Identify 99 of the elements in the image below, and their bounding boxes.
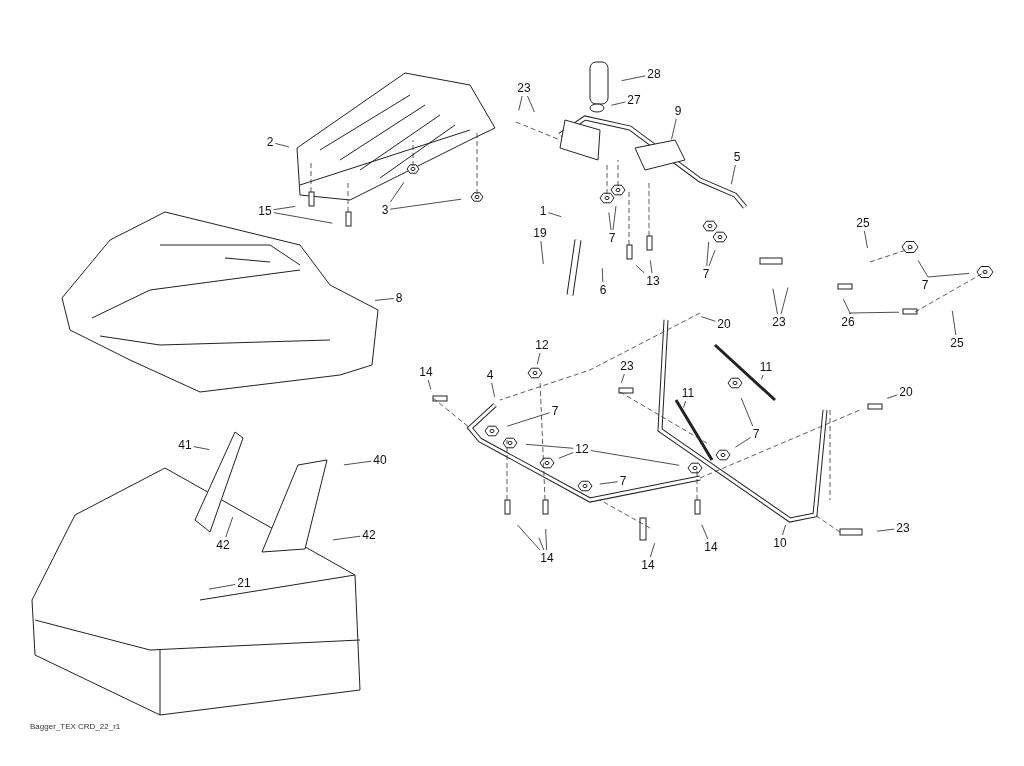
leader-line	[525, 443, 574, 449]
leader-line	[332, 535, 361, 541]
leader-line	[273, 206, 296, 211]
callout-number: 26	[840, 315, 856, 329]
callout-number: 28	[646, 67, 662, 81]
leader-line	[701, 524, 709, 540]
leader-line	[927, 273, 970, 278]
leader-line	[590, 450, 680, 466]
leader-line	[849, 311, 900, 315]
leader-line	[951, 310, 957, 336]
leader-line	[374, 298, 395, 301]
callout-number: 9	[673, 104, 683, 118]
leader-line	[740, 397, 754, 427]
leader-line	[389, 181, 405, 203]
callout-number: 7	[751, 427, 761, 441]
leader-line	[706, 241, 710, 267]
leader-line	[735, 437, 752, 448]
leader-line	[876, 528, 895, 532]
callout-number: 42	[215, 538, 231, 552]
leader-line	[601, 267, 604, 283]
callout-number: 5	[732, 150, 742, 164]
leader-line	[843, 298, 851, 315]
leader-line	[517, 524, 541, 551]
callout-number: 42	[361, 528, 377, 542]
leader-line	[917, 260, 929, 278]
leader-line	[491, 382, 495, 398]
leader-line	[558, 452, 574, 459]
leader-line	[772, 288, 778, 315]
leader-line	[193, 446, 210, 450]
callout-number: 7	[618, 474, 628, 488]
callout-number: 10	[772, 536, 788, 550]
leader-line	[701, 316, 716, 322]
drawing-code: Bagger_TEX CRD_22_r1	[30, 722, 121, 731]
leader-line	[540, 240, 544, 265]
leader-line	[649, 260, 653, 274]
callout-number: 13	[645, 274, 661, 288]
leader-line	[635, 264, 645, 274]
leader-line	[708, 249, 716, 267]
callout-number: 14	[640, 558, 656, 572]
callout-number: 25	[855, 216, 871, 230]
callout-number: 7	[607, 231, 617, 245]
leader-line	[886, 394, 898, 399]
leader-line	[208, 584, 236, 590]
callout-number: 20	[716, 317, 732, 331]
leader-line	[782, 524, 786, 536]
leader-line	[225, 516, 234, 538]
callout-number: 11	[680, 386, 696, 400]
callout-number: 14	[418, 365, 434, 379]
callout-number: 12	[574, 442, 590, 456]
leader-line	[611, 101, 626, 106]
leader-line	[527, 95, 535, 113]
callout-number: 7	[550, 404, 560, 418]
leader-line	[547, 212, 562, 218]
leader-line	[621, 373, 625, 384]
callout-number: 4	[485, 368, 495, 382]
leader-line	[683, 400, 686, 408]
leader-line	[273, 212, 333, 224]
leader-line	[536, 352, 541, 365]
callout-number: 14	[703, 540, 719, 554]
leader-line	[612, 205, 617, 231]
callout-number: 25	[949, 336, 965, 350]
callout-number: 21	[236, 576, 252, 590]
callout-number: 14	[539, 551, 555, 565]
callout-number: 2	[265, 135, 275, 149]
callout-number: 12	[534, 338, 550, 352]
leader-line	[545, 528, 547, 551]
leader-line	[780, 287, 789, 315]
callout-number: 8	[394, 291, 404, 305]
callout-number: 23	[771, 315, 787, 329]
callout-number: 20	[898, 385, 914, 399]
callout-number: 1	[538, 204, 548, 218]
leader-line	[621, 75, 646, 82]
leader-line	[518, 95, 523, 111]
leader-line	[761, 374, 764, 380]
leader-line	[538, 537, 545, 551]
callout-number: 27	[626, 93, 642, 107]
leader-line	[427, 379, 432, 390]
leader-line	[389, 198, 462, 210]
leader-line	[671, 118, 677, 140]
leader-line	[730, 164, 736, 185]
leader-line	[343, 460, 372, 466]
leader-line	[506, 412, 551, 427]
leader-line	[274, 143, 290, 148]
callout-number: 7	[920, 278, 930, 292]
callout-number: 23	[619, 359, 635, 373]
callout-number: 23	[516, 81, 532, 95]
callout-number: 40	[372, 453, 388, 467]
callout-number: 15	[257, 204, 273, 218]
callout-number: 23	[895, 521, 911, 535]
leader-line	[650, 542, 655, 558]
callout-number: 19	[532, 226, 548, 240]
leader-line	[608, 212, 612, 231]
callout-number: 11	[758, 360, 774, 374]
leader-line	[864, 230, 868, 249]
callout-number: 3	[380, 203, 390, 217]
callout-number: 6	[598, 283, 608, 297]
callout-number: 7	[701, 267, 711, 281]
leader-line	[599, 481, 619, 485]
callout-number: 41	[177, 438, 193, 452]
